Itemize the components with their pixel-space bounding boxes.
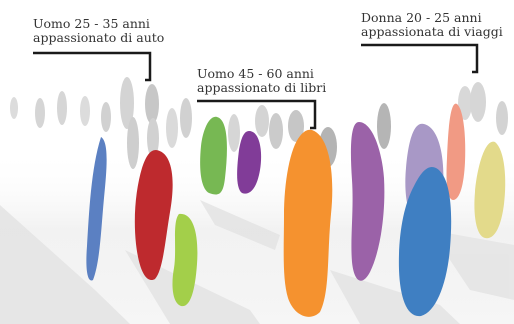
figure-blue [86,137,107,281]
callout-book-demographic: Uomo 45 - 60 anni [197,66,314,81]
figure-purple [237,131,262,194]
leader-line-books [197,99,317,130]
callout-travel-enthusiast: Donna 20 - 25 anni appassionata di viagg… [361,11,503,39]
callout-travel-demographic: Donna 20 - 25 anni [361,10,482,25]
figure-violet [350,122,385,281]
callout-car-demographic: Uomo 25 - 35 anni [33,16,150,31]
figure-green [200,116,227,195]
leader-lines [33,43,479,130]
figure-orange [283,129,333,317]
leader-line-travel [361,43,479,74]
highlighted-crowd [86,103,506,317]
background-crowd [10,77,508,169]
figure-steel-blue [398,166,452,317]
callout-book-enthusiast: Uomo 45 - 60 anni appassionato di libri [197,67,326,95]
callout-book-interest: appassionato di libri [197,80,327,95]
figure-salmon [446,103,466,200]
callout-travel-interest: appassionata di viaggi [361,24,503,39]
figure-light-yellow [474,141,506,239]
callout-car-interest: appassionato di auto [33,30,165,45]
callout-car-enthusiast: Uomo 25 - 35 anni appassionato di auto [33,17,164,45]
figure-lime [172,213,198,307]
figure-red [134,150,173,281]
leader-line-car [33,51,152,82]
